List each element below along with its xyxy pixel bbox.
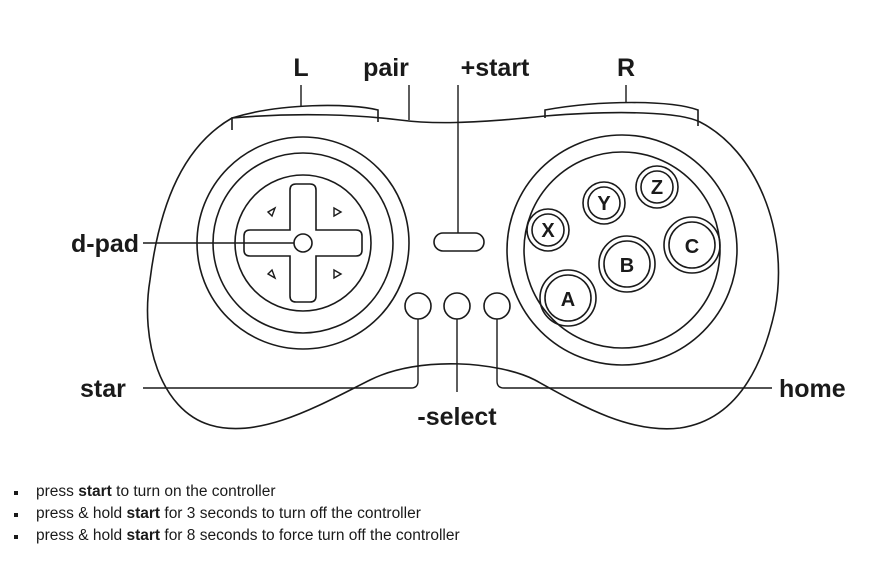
instruction-keyword: start — [126, 527, 161, 544]
instruction-item: press & hold start for 8 seconds to forc… — [14, 525, 460, 547]
button-y[interactable]: Y — [582, 181, 626, 225]
button-c-label: C — [685, 236, 699, 258]
instruction-text: to turn on the controller — [111, 483, 276, 500]
button-x-label: X — [541, 220, 555, 242]
dpad-cross[interactable] — [243, 183, 363, 303]
dpad-center — [293, 233, 313, 253]
label-select: -select — [417, 403, 497, 431]
label-pair: pair — [363, 54, 409, 82]
star-button[interactable] — [404, 292, 432, 320]
instruction-text: press — [36, 483, 79, 500]
controller-diagram: X Y Z B C A L pair +start R d-pad star -… — [71, 54, 846, 431]
button-z-label: Z — [651, 177, 663, 199]
bullet-icon — [14, 513, 18, 517]
label-dpad: d-pad — [71, 230, 139, 258]
button-y-label: Y — [597, 193, 611, 215]
dpad-arrow-icon — [333, 268, 343, 280]
home-leader-line — [496, 319, 772, 389]
button-z[interactable]: Z — [635, 165, 679, 209]
instruction-item: press start to turn on the controller — [14, 481, 460, 503]
dpad-arrow-icon — [266, 268, 277, 280]
label-home: home — [779, 375, 846, 403]
star-leader-line — [143, 319, 419, 389]
button-c[interactable]: C — [663, 216, 721, 274]
instruction-keyword: start — [78, 483, 112, 500]
button-x[interactable]: X — [526, 208, 570, 252]
instruction-text: for 3 seconds to turn off the controller — [160, 505, 421, 522]
select-button[interactable] — [443, 292, 471, 320]
button-b[interactable]: B — [598, 235, 656, 293]
instructions-list: press start to turn on the controller pr… — [14, 481, 460, 547]
bullet-icon — [14, 491, 18, 495]
instruction-text: press & hold — [36, 505, 127, 522]
instruction-text: for 8 seconds to force turn off the cont… — [160, 527, 460, 544]
label-star: star — [80, 375, 126, 403]
home-button[interactable] — [483, 292, 511, 320]
controller-body-outline — [146, 111, 780, 430]
instruction-keyword: start — [126, 505, 161, 522]
bullet-icon — [14, 535, 18, 539]
instruction-text: press & hold — [36, 527, 127, 544]
start-button[interactable] — [433, 232, 485, 252]
dpad-arrow-icon — [266, 206, 277, 218]
dpad-arrow-icon — [333, 206, 343, 218]
label-l: L — [293, 54, 308, 82]
face-ring-outer — [506, 134, 738, 366]
label-r: R — [617, 54, 635, 82]
button-a-label: A — [561, 289, 575, 311]
left-shoulder-bumper — [231, 104, 379, 130]
instruction-item: press & hold start for 3 seconds to turn… — [14, 503, 460, 525]
right-shoulder-bumper — [544, 101, 699, 126]
button-a[interactable]: A — [539, 269, 597, 327]
button-b-label: B — [620, 255, 634, 277]
label-start: +start — [461, 54, 530, 82]
